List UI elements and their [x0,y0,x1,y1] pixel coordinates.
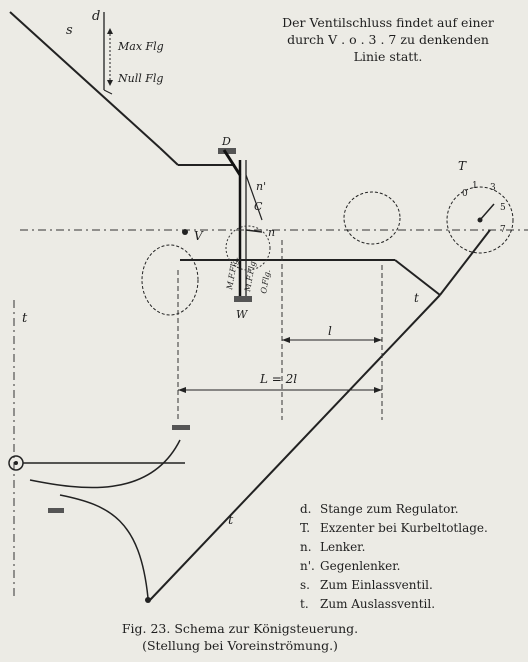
label-T: T [458,159,467,173]
centre-eccentric-path [343,191,401,245]
note-line: durch V . o . 3 . 7 zu denkenden [287,32,489,47]
legend-key: t. [300,597,309,611]
legend-text: Lenker. [320,540,366,554]
d-rod-tip [103,89,113,95]
legend-key: n. [300,540,312,554]
label-mf-flg-1: M.F.Flg. [225,256,240,291]
label-o-flg: O.Flg. [259,269,272,295]
circle-num: 3 [490,183,496,193]
label-V: V [194,229,204,243]
rod-t-diagonal [149,294,441,601]
circle-num: 1 [472,181,478,191]
legend-item: d. Stange zum Regulator. [300,500,520,519]
note-line: Linie statt. [353,49,423,64]
label-l: l [328,324,332,338]
label-null-flg: Null Flg [117,72,163,85]
label-mf-flg-2: M.F.Flg. [243,258,258,293]
label-max-flg: Max Flg [117,40,164,53]
arrow-up-icon [107,28,113,34]
legend-key: n'. [300,559,315,573]
caption-title: Fig. 23. Schema zur Königsteuerung. [121,621,359,636]
legend-item: T. Exzenter bei Kurbeltotlage. [300,519,520,538]
arrow-left-icon [282,337,290,343]
left-eccentric-path [141,244,199,316]
t-end-pivot [145,597,151,603]
legend-key: T. [300,521,311,535]
rod-to-t [394,259,441,296]
right-eccentric-circle [446,186,514,254]
rod-right [439,229,491,296]
caption-subtitle: (Stellung bei Voreinströmung.) [142,638,338,653]
label-C: C [254,200,263,213]
legend-item: s. Zum Einlassventil. [300,576,520,595]
legend-item: n. Lenker. [300,538,520,557]
label-t-right: t [414,291,419,305]
label-d: d [92,9,100,24]
legend-list: d. Stange zum Regulator. T. Exzenter bei K… [300,500,520,614]
label-W: W [236,308,249,321]
legend-item: t. Zum Auslassventil. [300,595,520,614]
exhaust-rod-curve [59,494,149,599]
circle-num: 0 [462,189,468,199]
label-t-upper: t [22,311,28,326]
rod-s-upper [9,11,161,149]
link-n [245,229,263,233]
arrow-right-icon [374,387,382,393]
legend-text: Zum Einlassventil. [320,578,433,592]
legend-text: Exzenter bei Kurbeltotlage. [320,521,488,535]
t-guide-block [172,425,190,430]
figure-caption: Fig. 23. Schema zur Königsteuerung. (Ste… [80,620,400,654]
label-s: s [66,23,73,38]
link-ellipse [225,225,271,271]
label-n: n [268,226,275,239]
label-t-lower: t [228,513,234,528]
arrow-right-icon [374,337,382,343]
w-pivot-block [234,296,252,302]
crank-arm [479,203,495,221]
legend-key: s. [300,578,310,592]
t-guide-block-lower [48,508,64,513]
arrow-down-icon [107,80,113,86]
valve-closure-note: Der Ventilschluss findet auf einer durch… [268,14,508,65]
legend-text: Zum Auslassventil. [320,597,436,611]
label-n-prime: n' [256,180,266,193]
circle-num: 5 [500,203,506,213]
note-line: Der Ventilschluss findet auf einer [282,15,494,30]
v-pivot [182,229,188,235]
rod-s-join [159,147,179,166]
legend-item: n'. Gegenlenker. [300,557,520,576]
circle-num: 7 [500,225,506,235]
exhaust-cam-curve [29,439,181,489]
legend-key: d. [300,502,312,516]
label-D: D [221,135,231,148]
label-L: L = 2l [259,372,297,386]
crank-centre [477,217,483,223]
d-link [222,149,242,176]
arrow-left-icon [178,387,186,393]
t-pivot-centre [14,461,18,465]
link-n-prime [245,174,263,221]
d-pivot-block [218,148,236,154]
legend-text: Stange zum Regulator. [320,502,459,516]
legend-text: Gegenlenker. [320,559,401,573]
